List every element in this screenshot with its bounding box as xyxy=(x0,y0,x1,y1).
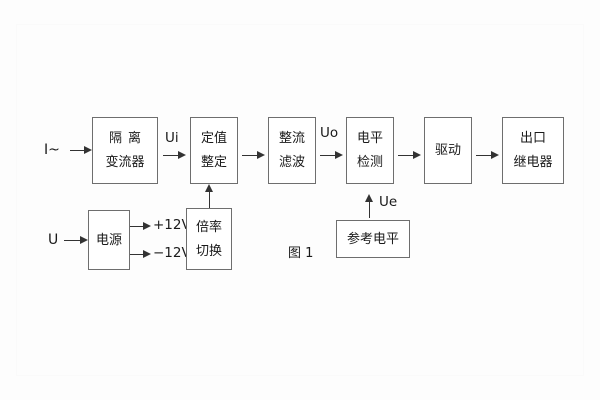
block-reference-level-line-1: 参考电平 xyxy=(346,231,399,247)
block-isolation-transformer-line-1: 隔离 xyxy=(108,131,147,146)
negative-rail-line xyxy=(130,254,145,255)
drive-to-relay-arrowhead xyxy=(491,150,499,159)
positive-rail-line xyxy=(130,226,145,227)
negative-rail-arrowhead xyxy=(143,249,151,258)
block-drive[interactable]: 驱动 xyxy=(424,117,472,184)
ue-signal-line xyxy=(369,202,370,218)
negative-rail-label: −12V xyxy=(153,245,191,261)
ui-signal-line xyxy=(163,155,180,156)
block-power-supply-line-1: 电源 xyxy=(95,232,122,248)
block-multiplier-switch[interactable]: 倍率 切换 xyxy=(186,208,232,270)
block-isolation-transformer-line-2: 变流器 xyxy=(105,155,145,170)
ui-signal-label: Ui xyxy=(165,130,179,146)
voltage-input-line xyxy=(64,240,82,241)
block-multiplier-switch-line-2: 切换 xyxy=(195,243,222,259)
block-level-detection-line-2: 检测 xyxy=(356,155,383,170)
current-input-line xyxy=(70,150,86,151)
current-input-arrowhead xyxy=(84,145,92,154)
block-output-relay-line-2: 继电器 xyxy=(513,155,553,170)
ue-signal-arrowhead xyxy=(364,194,373,202)
block-reference-level[interactable]: 参考电平 xyxy=(336,220,410,258)
uo-signal-line xyxy=(320,155,337,156)
multiplier-to-setting-arrowhead xyxy=(204,184,213,192)
block-level-detection[interactable]: 电平 检测 xyxy=(346,117,394,184)
level-to-drive-arrowhead xyxy=(413,150,421,159)
positive-rail-arrowhead xyxy=(143,221,151,230)
block-setting-value[interactable]: 定值 整定 xyxy=(190,117,238,184)
drive-to-relay-line xyxy=(476,155,493,156)
setting-to-rectify-line xyxy=(242,155,259,156)
block-setting-value-line-2: 整定 xyxy=(200,155,227,170)
block-rectify-filter-line-1: 整流 xyxy=(278,131,305,146)
block-setting-value-line-1: 定值 xyxy=(200,131,227,146)
block-level-detection-line-1: 电平 xyxy=(356,131,383,146)
ui-signal-arrowhead xyxy=(178,150,186,159)
block-drive-line-1: 驱动 xyxy=(434,143,461,158)
figure-caption: 图 1 xyxy=(288,246,314,261)
block-output-relay[interactable]: 出口 继电器 xyxy=(502,117,564,184)
block-multiplier-switch-line-1: 倍率 xyxy=(195,219,222,235)
voltage-input-label: U xyxy=(48,232,59,248)
block-rectify-filter[interactable]: 整流 滤波 xyxy=(268,117,316,184)
multiplier-to-setting-line xyxy=(209,192,210,208)
block-isolation-transformer[interactable]: 隔离 变流器 xyxy=(92,117,158,184)
uo-signal-label: Uo xyxy=(320,125,339,141)
voltage-input-arrowhead xyxy=(80,235,88,244)
level-to-drive-line xyxy=(398,155,415,156)
ue-signal-label: Ue xyxy=(379,194,398,210)
block-output-relay-line-1: 出口 xyxy=(519,131,546,146)
block-rectify-filter-line-2: 滤波 xyxy=(278,155,305,170)
current-input-label: I~ xyxy=(44,142,60,158)
setting-to-rectify-arrowhead xyxy=(257,150,265,159)
block-power-supply[interactable]: 电源 xyxy=(88,210,130,270)
diagram-frame xyxy=(16,24,584,376)
positive-rail-label: +12V xyxy=(153,217,191,233)
uo-signal-arrowhead xyxy=(335,150,343,159)
